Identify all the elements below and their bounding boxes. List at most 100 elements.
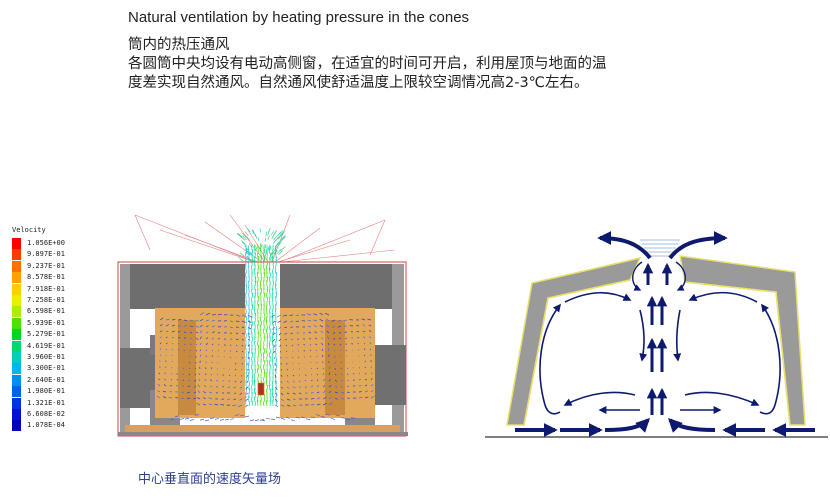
velocity-vector [251,400,254,407]
velocity-vector [248,364,250,371]
velocity-vector [244,329,247,335]
velocity-vector [189,337,192,340]
velocity-vector [187,385,191,387]
velocity-vector [248,357,250,363]
velocity-vector [197,390,201,394]
velocity-vector [277,234,282,240]
velocity-vector [279,237,285,243]
velocity-vector [363,342,366,345]
velocity-vector [368,324,372,327]
velocity-vector [370,396,375,399]
velocity-vector [269,265,271,271]
velocity-vector [175,385,179,387]
velocity-vector [211,331,215,334]
velocity-vector [292,398,296,400]
velocity-vector [199,342,202,346]
velocity-vector [269,273,272,279]
velocity-vector [244,415,250,418]
velocity-vector [254,377,256,383]
velocity-vector [245,249,250,254]
velocity-vector [292,404,297,407]
velocity-vector [263,369,265,375]
legend-entry: 3.300E-01 [10,363,95,375]
velocity-vector [247,350,249,354]
legend-label: 5.279E-01 [27,330,65,339]
velocity-vector [193,391,197,394]
velocity-vector [328,385,332,388]
legend-title: Velocity [12,226,46,234]
velocity-vector [248,376,250,383]
velocity-vector [241,350,244,353]
velocity-vector [247,338,250,341]
legend-entry: 3.960E-01 [10,352,95,363]
velocity-vector [171,348,173,351]
velocity-vector [237,232,243,238]
velocity-vector [286,380,289,383]
velocity-vector [263,336,265,343]
velocity-vector [273,344,276,348]
velocity-vector [280,398,284,402]
velocity-vector [245,321,247,327]
velocity-vector [260,369,263,375]
legend-entry: 7.258E-01 [10,295,95,306]
velocity-vector [284,338,288,341]
velocity-vector [169,418,175,421]
velocity-vector [259,247,262,255]
velocity-vector [265,249,268,254]
velocity-vector [211,325,215,328]
velocity-vector [331,319,336,322]
velocity-vector [268,248,271,255]
velocity-vector [246,228,251,233]
velocity-vector [159,348,162,351]
velocity-vector [210,374,213,376]
velocity-vector [271,353,274,359]
velocity-vector [271,340,274,347]
velocity-vector [328,366,331,370]
velocity-vector [285,344,288,347]
velocity-vector [285,416,291,419]
velocity-vector [277,320,282,323]
velocity-vector [340,385,343,388]
velocity-vector [196,397,201,400]
velocity-vector [184,417,190,420]
loop-left-down [639,309,648,362]
velocity-vector [247,245,250,251]
right-inner-outline [684,281,791,426]
section-heading: 筒内的热压通风 [128,37,230,53]
floor-base [118,432,408,436]
velocity-vector [290,419,296,422]
velocity-vector [269,364,271,371]
legend-label: 3.960E-01 [27,353,65,361]
velocity-vector [257,324,259,331]
legend-label: 9.897E-01 [27,250,65,259]
velocity-vector [346,379,349,381]
velocity-vector [324,312,330,316]
velocity-vector [189,325,194,327]
velocity-vector [189,419,195,421]
legend-label: 7.258E-01 [27,296,65,304]
velocity-vector [314,331,318,334]
velocity-vector [241,332,245,335]
velocity-vector [256,400,259,407]
velocity-vector [337,325,342,328]
velocity-vector [247,320,252,323]
velocity-vector [239,386,243,389]
legend-swatch [12,283,21,295]
velocity-vector [217,338,220,340]
velocity-vector [368,329,372,333]
velocity-vector [263,292,266,299]
velocity-vector [275,292,277,299]
velocity-vector [269,344,271,351]
velocity-vector [310,374,312,376]
velocity-vector [189,319,193,322]
velocity-vector [280,418,286,420]
velocity-vector [272,281,275,287]
velocity-vector [157,390,161,393]
velocity-vector [309,349,312,352]
velocity-vector [334,397,339,400]
velocity-vector [346,391,350,393]
velocity-vector [280,350,282,353]
velocity-vector [171,366,173,369]
velocity-vector [214,418,220,420]
velocity-vector [247,352,250,359]
